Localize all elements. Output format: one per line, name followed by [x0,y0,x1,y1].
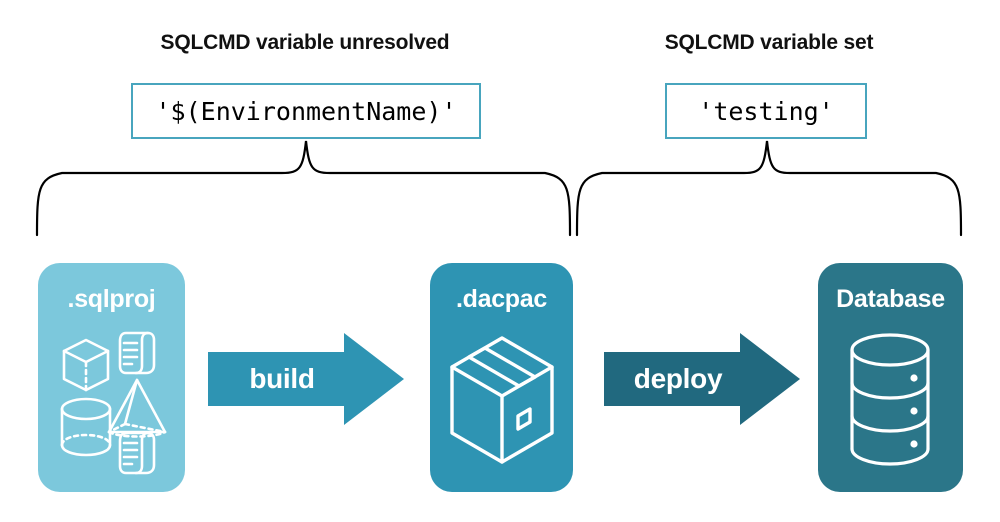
value-box-set: 'testing' [665,83,867,139]
section-heading-unresolved: SQLCMD variable unresolved [160,31,450,54]
package-box-icon [450,336,554,464]
script-scroll-icon [118,331,156,375]
section-heading-set: SQLCMD variable set [664,31,874,54]
artifact-box-sqlproj[interactable]: .sqlproj [38,263,185,492]
value-box-unresolved: '$(EnvironmentName)' [131,83,481,139]
database-icon [850,333,930,466]
artifact-label-sqlproj: .sqlproj [67,285,156,313]
artifact-box-dacpac[interactable]: .dacpac [430,263,573,492]
brace-right [575,140,963,237]
artifact-label-database: Database [836,285,945,313]
brace-left [35,140,572,237]
cube-icon [62,338,110,392]
pyramid-icon [107,378,167,438]
script-scroll-icon [118,431,156,475]
arrow-deploy-shape [604,333,800,425]
cylinder-icon [60,397,112,457]
sqlproj-contents-icons [60,331,167,475]
arrow-build[interactable]: build [208,333,404,425]
dacpac-package-icon [450,336,554,464]
artifact-box-database[interactable]: Database [818,263,963,492]
artifact-label-dacpac: .dacpac [455,285,547,313]
database-cylinder-icon [850,333,930,466]
arrow-build-shape [208,333,404,425]
arrow-deploy[interactable]: deploy [604,333,800,425]
database-status-dots [910,374,918,448]
